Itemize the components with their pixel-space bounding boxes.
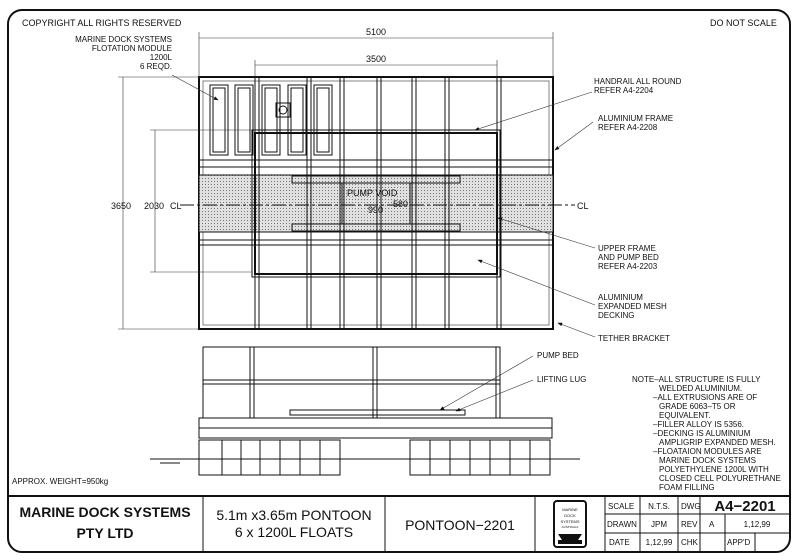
drawing-number: A4−2201 xyxy=(714,498,775,515)
revision-date: 1,12,99 xyxy=(744,520,771,529)
void-width-dim: 580 xyxy=(393,199,408,209)
svg-text:DOCK: DOCK xyxy=(564,513,576,518)
svg-text:DATE: DATE xyxy=(609,538,630,547)
svg-text:REV: REV xyxy=(681,520,698,529)
pump-void-label: PUMP VOID xyxy=(347,188,398,198)
svg-text:AUSTRALIA: AUSTRALIA xyxy=(562,525,579,529)
notes: NOTE–ALL STRUCTURE IS FULLY WELDED ALUMI… xyxy=(632,375,781,492)
pump-void xyxy=(341,182,411,225)
svg-text:REFER A4-2204: REFER A4-2204 xyxy=(594,86,654,95)
svg-text:EQUIVALENT.: EQUIVALENT. xyxy=(659,411,710,420)
svg-text:MARINE: MARINE xyxy=(562,507,578,512)
svg-text:–DECKING IS ALUMINIUM: –DECKING IS ALUMINIUM xyxy=(653,429,751,438)
callout-tether: TETHER BRACKET xyxy=(598,334,670,343)
upper-frame-decking xyxy=(251,129,501,278)
svg-text:ALUMINIUM FRAME: ALUMINIUM FRAME xyxy=(598,114,673,123)
svg-text:AMPLIGRIP EXPANDED MESH.: AMPLIGRIP EXPANDED MESH. xyxy=(659,438,776,447)
svg-text:DRAWN: DRAWN xyxy=(607,520,637,529)
dim-3650: 3650 xyxy=(111,201,131,211)
void-length-dim: 990 xyxy=(368,205,383,215)
svg-text:APP'D: APP'D xyxy=(727,538,751,547)
dim-2030: 2030 xyxy=(144,201,164,211)
frame-members xyxy=(199,77,553,329)
callout-upper-frame: UPPER FRAME AND PUMP BED REFER A4-2203 xyxy=(598,244,659,271)
svg-text:GRADE 6063–T5 OR: GRADE 6063–T5 OR xyxy=(659,402,736,411)
company-logo: MARINE DOCK SYSTEMS AUSTRALIA xyxy=(553,500,587,548)
svg-text:MARINE DOCK SYSTEMS: MARINE DOCK SYSTEMS xyxy=(75,35,172,44)
lifting-lug-label: LIFTING LUG xyxy=(537,375,586,384)
callout-module: MARINE DOCK SYSTEMS FLOTATION MODULE 120… xyxy=(75,35,172,71)
pump-bed-band xyxy=(198,174,554,233)
svg-text:NOTE–ALL STRUCTURE IS FULLY: NOTE–ALL STRUCTURE IS FULLY xyxy=(632,375,761,384)
svg-text:1200L: 1200L xyxy=(150,53,173,62)
svg-text:FOAM FILLING: FOAM FILLING xyxy=(659,483,715,492)
callout-handrail: HANDRAIL ALL ROUND REFER A4-2204 xyxy=(594,77,682,95)
svg-text:–FILLER ALLOY IS 5356.: –FILLER ALLOY IS 5356. xyxy=(653,420,744,429)
centerline-right: CL xyxy=(577,201,589,211)
svg-text:REFER A4-2208: REFER A4-2208 xyxy=(598,123,658,132)
svg-text:MARINE DOCK SYSTEMS: MARINE DOCK SYSTEMS xyxy=(659,456,756,465)
svg-text:DECKING: DECKING xyxy=(598,311,634,320)
svg-text:CLOSED CELL POLYURETHANE: CLOSED CELL POLYURETHANE xyxy=(659,474,781,483)
leader-lines xyxy=(171,74,596,412)
copyright-text: COPYRIGHT ALL RIGHTS RESERVED xyxy=(22,18,182,28)
svg-text:REFER A4-2203: REFER A4-2203 xyxy=(598,262,658,271)
svg-text:POLYETHYLENE 1200L WITH: POLYETHYLENE 1200L WITH xyxy=(659,465,769,474)
callout-frame: ALUMINIUM FRAME REFER A4-2208 xyxy=(598,114,673,132)
drawn-value: JPM xyxy=(651,520,667,529)
revision: A xyxy=(709,520,715,529)
svg-text:DWG: DWG xyxy=(681,502,701,511)
weight-label: APPROX. WEIGHT=950kg xyxy=(12,477,108,486)
svg-text:AND PUMP BED: AND PUMP BED xyxy=(598,253,659,262)
description-line-1: 5.1m x3.65m PONTOON xyxy=(216,507,371,523)
svg-text:EXPANDED MESH: EXPANDED MESH xyxy=(598,302,667,311)
svg-text:–ALL EXTRUSIONS ARE OF: –ALL EXTRUSIONS ARE OF xyxy=(653,393,757,402)
svg-text:SCALE: SCALE xyxy=(608,502,634,511)
do-not-scale-text: DO NOT SCALE xyxy=(710,18,777,28)
centerline-left: CL xyxy=(170,201,182,211)
svg-text:WELDED ALUMINIUM.: WELDED ALUMINIUM. xyxy=(659,384,742,393)
float-group-left xyxy=(198,439,341,476)
sheet-border xyxy=(7,9,791,553)
pump-bed-label: PUMP BED xyxy=(537,351,579,360)
svg-text:CHK: CHK xyxy=(681,538,699,547)
plan-view: PUMP VOID 990 580 CL CL 5100 3500 3650 2… xyxy=(111,27,589,330)
dim-3500: 3500 xyxy=(366,54,386,64)
description-line-2: 6 x 1200L FLOATS xyxy=(235,524,353,540)
drawing-title: PONTOON−2201 xyxy=(405,517,515,533)
svg-text:–FLOATAION MODULES ARE: –FLOATAION MODULES ARE xyxy=(653,447,762,456)
callout-decking: ALUMINIUM EXPANDED MESH DECKING xyxy=(598,293,667,320)
svg-text:FLOTATION MODULE: FLOTATION MODULE xyxy=(92,44,172,53)
svg-text:ALUMINIUM: ALUMINIUM xyxy=(598,293,643,302)
date-value: 1,12,99 xyxy=(646,538,673,547)
scale-value: N.T.S. xyxy=(648,502,670,511)
svg-text:6 REQD.: 6 REQD. xyxy=(140,62,172,71)
svg-text:HANDRAIL ALL ROUND: HANDRAIL ALL ROUND xyxy=(594,77,682,86)
svg-text:SYSTEMS: SYSTEMS xyxy=(560,519,579,524)
company-suffix: PTY LTD xyxy=(76,525,133,541)
flotation-modules xyxy=(209,84,333,156)
company-name: MARINE DOCK SYSTEMS xyxy=(19,504,190,520)
dimension-lines xyxy=(118,32,554,330)
elevation-view xyxy=(150,346,580,476)
title-block: MARINE DOCK SYSTEMS PTY LTD 5.1m x3.65m … xyxy=(8,495,790,552)
svg-text:UPPER FRAME: UPPER FRAME xyxy=(598,244,656,253)
float-group-right xyxy=(409,439,551,476)
dim-5100: 5100 xyxy=(366,27,386,37)
